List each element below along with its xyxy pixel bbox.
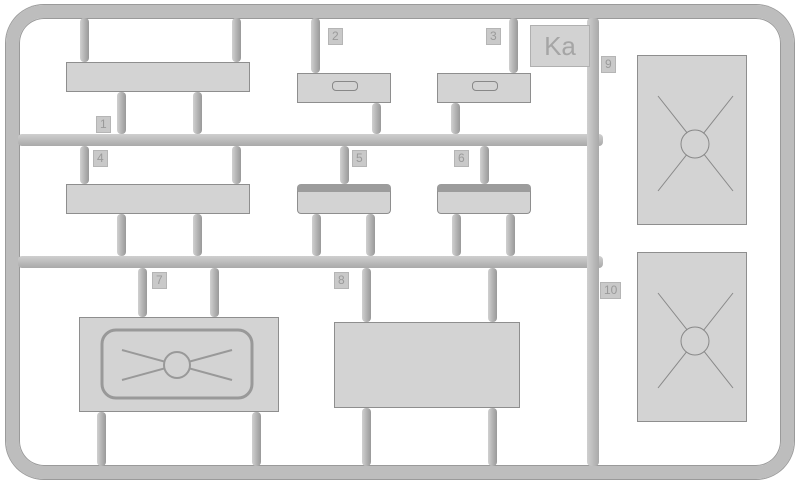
part-label-4: 4 [93,150,108,167]
slot-icon [332,81,358,91]
gate [80,18,89,62]
runner-vertical [587,18,599,466]
part-5 [297,184,391,214]
cross-emboss-icon [657,95,734,192]
part-label-6: 6 [454,150,469,167]
runner-middle [18,256,603,268]
gate [311,18,320,73]
part-label-1: 1 [96,116,111,133]
gate [362,408,371,466]
cross-emboss-icon [100,328,254,400]
part-10 [637,252,747,422]
part-label-9: 9 [601,56,616,73]
part-7 [79,317,279,412]
part-1 [66,62,250,92]
gate [340,146,349,184]
gate [451,103,460,134]
part-label-7: 7 [152,272,167,289]
gate [506,214,515,256]
gate [252,412,261,466]
gate [312,214,321,256]
part-label-10: 10 [600,282,622,299]
gate [452,214,461,256]
part-9 [637,55,747,225]
slot-icon [472,81,498,91]
gate [80,146,89,184]
part-label-2: 2 [328,28,343,45]
gate [509,18,518,73]
sprue-frame [6,5,794,479]
gate [488,268,497,322]
part-label-3: 3 [486,28,501,45]
gate [488,408,497,466]
part-label-5: 5 [352,150,367,167]
part-4 [66,184,250,214]
runner-top [18,134,603,146]
gate [372,103,381,134]
gate [193,214,202,256]
gate [117,92,126,134]
cross-emboss-icon [657,292,734,389]
gate [210,268,219,317]
part-3 [437,73,531,103]
part-8 [334,322,520,408]
part-label-8: 8 [334,272,349,289]
gate [366,214,375,256]
gate [362,268,371,322]
gate [138,268,147,317]
part-6 [437,184,531,214]
part-2 [297,73,391,103]
gate [232,18,241,62]
gate [193,92,202,134]
manufacturer-logo: Ka [530,25,590,67]
gate [232,146,241,184]
gate [480,146,489,184]
gate [97,412,106,466]
gate [117,214,126,256]
